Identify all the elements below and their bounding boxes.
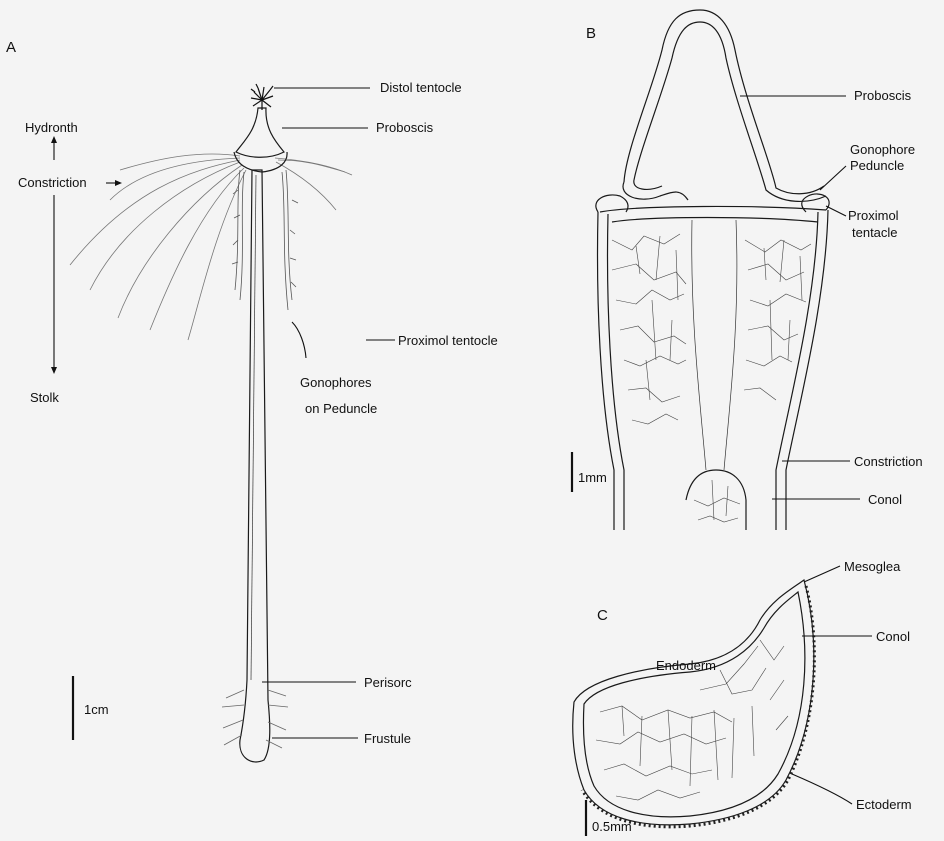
panel-c-letter: C <box>597 607 608 624</box>
scale-label-b: 1mm <box>578 470 607 485</box>
panel-b: B <box>572 10 923 530</box>
leader-gonophore-peduncle <box>820 166 846 190</box>
label-gonophore-2: Peduncle <box>850 158 904 173</box>
scale-label-c: 0.5mm <box>592 819 632 834</box>
proboscis-wall-outer <box>624 10 824 194</box>
panel-c: C Mesoglea Conol Endoderm Ectoderm 0.5mm <box>573 559 912 836</box>
stalk-wall-left-inner <box>608 214 624 530</box>
label-proboscis-b: Proboscis <box>854 88 912 103</box>
label-gonophores-1: Gonophores <box>300 375 372 390</box>
stalk <box>240 170 270 762</box>
panel-a-letter: A <box>6 39 16 56</box>
scale-label-a: 1cm <box>84 702 109 717</box>
canal-bulb <box>686 470 746 530</box>
label-proximal-b-2: tentacle <box>852 225 898 240</box>
hydranth-proboscis <box>236 108 284 157</box>
hydranth-arrowhead <box>51 136 57 143</box>
canal-left <box>692 220 706 470</box>
label-ectoderm: Ectoderm <box>856 797 912 812</box>
label-stalk: Stolk <box>30 390 59 405</box>
frustule-roots <box>222 690 288 748</box>
leader-gonophores <box>292 322 306 358</box>
stalk-top-wall-inner <box>612 218 818 223</box>
panel-a: A Hydronth Constriction Stolk <box>6 39 498 762</box>
constriction-arrowhead <box>115 180 122 186</box>
label-proboscis-a: Proboscis <box>376 120 434 135</box>
stalk-top-wall <box>600 206 826 212</box>
label-proximal-tentacle-a: Proximol tentocle <box>398 333 498 348</box>
label-perisarc: Perisorc <box>364 675 412 690</box>
proboscis-lower-left-inner <box>634 180 662 189</box>
canal-cells-b <box>694 480 740 522</box>
label-gonophores-2: on Peduncle <box>305 401 377 416</box>
endoderm-cells-b <box>612 234 811 424</box>
label-canal-b: Conol <box>868 492 902 507</box>
gonophores-cluster <box>232 170 298 310</box>
leader-proximal-tentacle-b <box>826 206 846 216</box>
distal-tentacle-tuft <box>251 84 273 110</box>
label-hydranth: Hydronth <box>25 120 78 135</box>
label-endoderm: Endoderm <box>656 658 716 673</box>
label-proximal-b-1: Proximol <box>848 208 899 223</box>
label-mesoglea: Mesoglea <box>844 559 901 574</box>
section-outline-outer <box>573 580 814 825</box>
label-gonophore-1: Gonophore <box>850 142 915 157</box>
proximal-tentacles <box>70 154 352 340</box>
canal-right <box>724 220 737 470</box>
leader-ectoderm <box>792 774 852 804</box>
label-constriction-a: Constriction <box>18 175 87 190</box>
label-constriction-b: Constriction <box>854 454 923 469</box>
proboscis-lower-left <box>623 182 688 200</box>
ectoderm-band <box>582 586 814 827</box>
label-canal-c: Conol <box>876 629 910 644</box>
stalk-wall-right-outer <box>786 210 828 530</box>
stalk-arrowhead <box>51 367 57 374</box>
leader-mesoglea <box>804 566 840 582</box>
section-outline-inner <box>583 592 804 817</box>
label-frustule: Frustule <box>364 731 411 746</box>
label-distal-tentacle: Distol tentocle <box>380 80 462 95</box>
panel-b-letter: B <box>586 25 596 42</box>
